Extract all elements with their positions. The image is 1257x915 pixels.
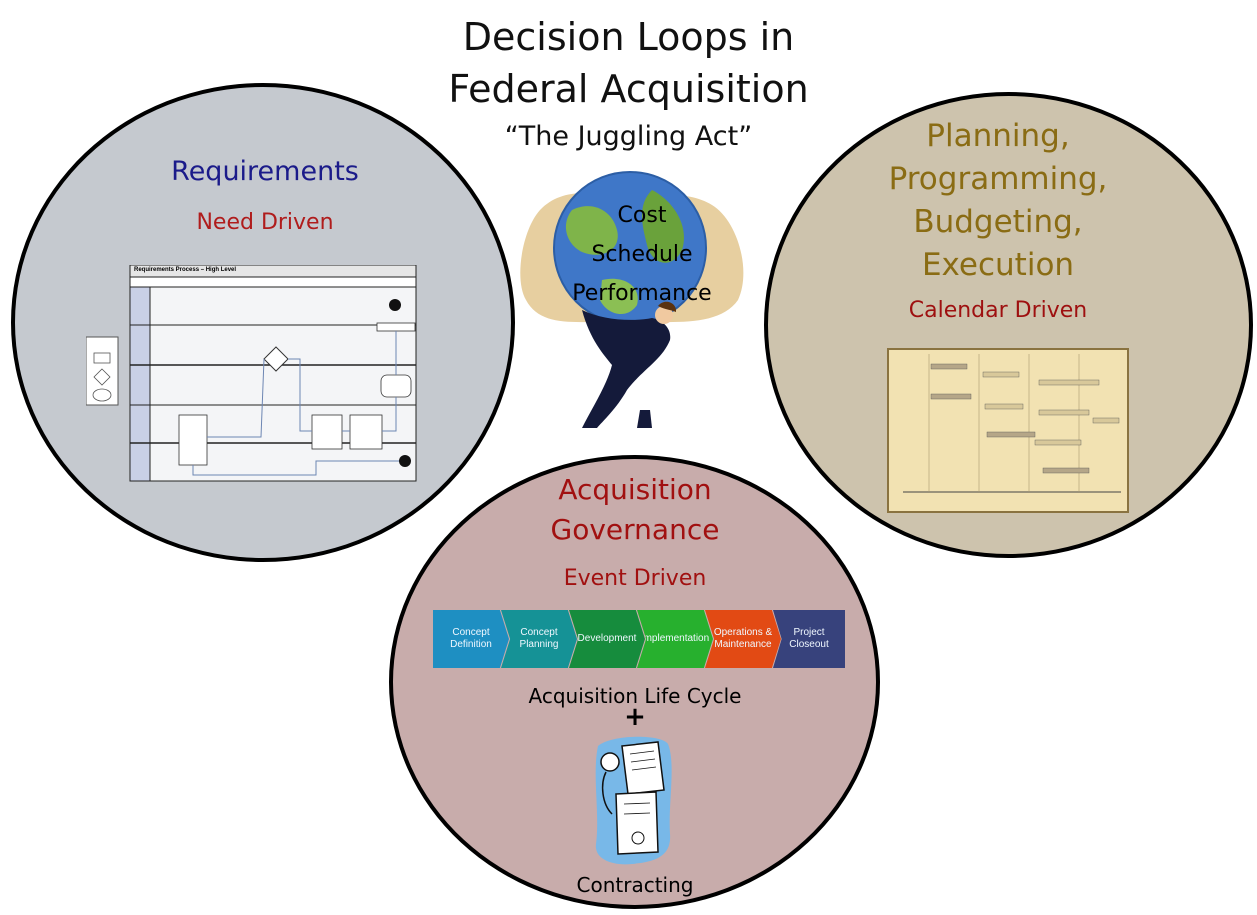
phase-label: Concept Planning xyxy=(519,627,559,650)
ppbe-title-line4: Execution xyxy=(921,247,1075,283)
acquisition-title: Acquisition Governance xyxy=(395,470,875,550)
phase-implementation: Implementation xyxy=(637,610,713,668)
ppbe-title-line3: Budgeting, xyxy=(913,204,1083,240)
acquisition-subtitle: Event Driven xyxy=(563,566,707,591)
swimlane-graphic xyxy=(85,264,417,482)
requirements-subtitle: Need Driven xyxy=(196,210,334,235)
phase-label: Implementation xyxy=(640,633,710,644)
phase-label: Concept Definition xyxy=(450,627,492,650)
acquisition-title-line1: Acquisition xyxy=(558,473,712,506)
ppbe-subtitle: Calendar Driven xyxy=(908,298,1088,323)
phase-concept-planning: Concept Planning xyxy=(501,610,577,668)
page-subtitle: “The Juggling Act” xyxy=(504,121,753,152)
phase-concept-definition: Concept Definition xyxy=(433,610,509,668)
center-schedule-label: Schedule xyxy=(591,242,693,267)
requirements-diagram-caption: Requirements Process – High Level xyxy=(134,267,237,273)
center-cost-label: Cost xyxy=(617,203,667,228)
globe-person-icon xyxy=(520,171,744,428)
contracting-label: Contracting xyxy=(576,873,694,897)
requirements-process-diagram: Requirements Process – High Level xyxy=(85,264,418,483)
acquisition-life-cycle-label: Acquisition Life Cycle xyxy=(528,684,742,708)
page-title-line1: Decision Loops in xyxy=(462,15,795,59)
ppbe-timeline-image xyxy=(887,348,1129,513)
phase-label: Development xyxy=(577,633,637,644)
juggler-illustration: Cost Schedule Performance xyxy=(512,170,748,432)
ppbe-gantt-graphic xyxy=(903,354,1121,493)
phase-label: Project Closeout xyxy=(789,627,829,650)
ppbe-title-line1: Planning, xyxy=(926,118,1070,154)
acquisition-title-line2: Governance xyxy=(550,513,720,546)
requirements-title: Requirements xyxy=(171,156,359,187)
document-reader-icon xyxy=(595,736,672,865)
center-performance-label: Performance xyxy=(572,281,712,306)
phase-project-closeout: Project Closeout xyxy=(773,610,845,668)
phase-operations-maintenance: Operations & Maintenance xyxy=(705,610,781,668)
phase-development: Development xyxy=(569,610,645,668)
plus-sign: + xyxy=(624,702,646,732)
ppbe-title-line2: Programming, xyxy=(888,161,1108,197)
phase-label: Operations & Maintenance xyxy=(713,627,773,650)
ppbe-title: Planning, Programming, Budgeting, Execut… xyxy=(768,115,1228,287)
page-title-line2: Federal Acquisition xyxy=(448,67,809,111)
contracting-illustration xyxy=(592,734,676,868)
acquisition-circle xyxy=(389,455,880,909)
